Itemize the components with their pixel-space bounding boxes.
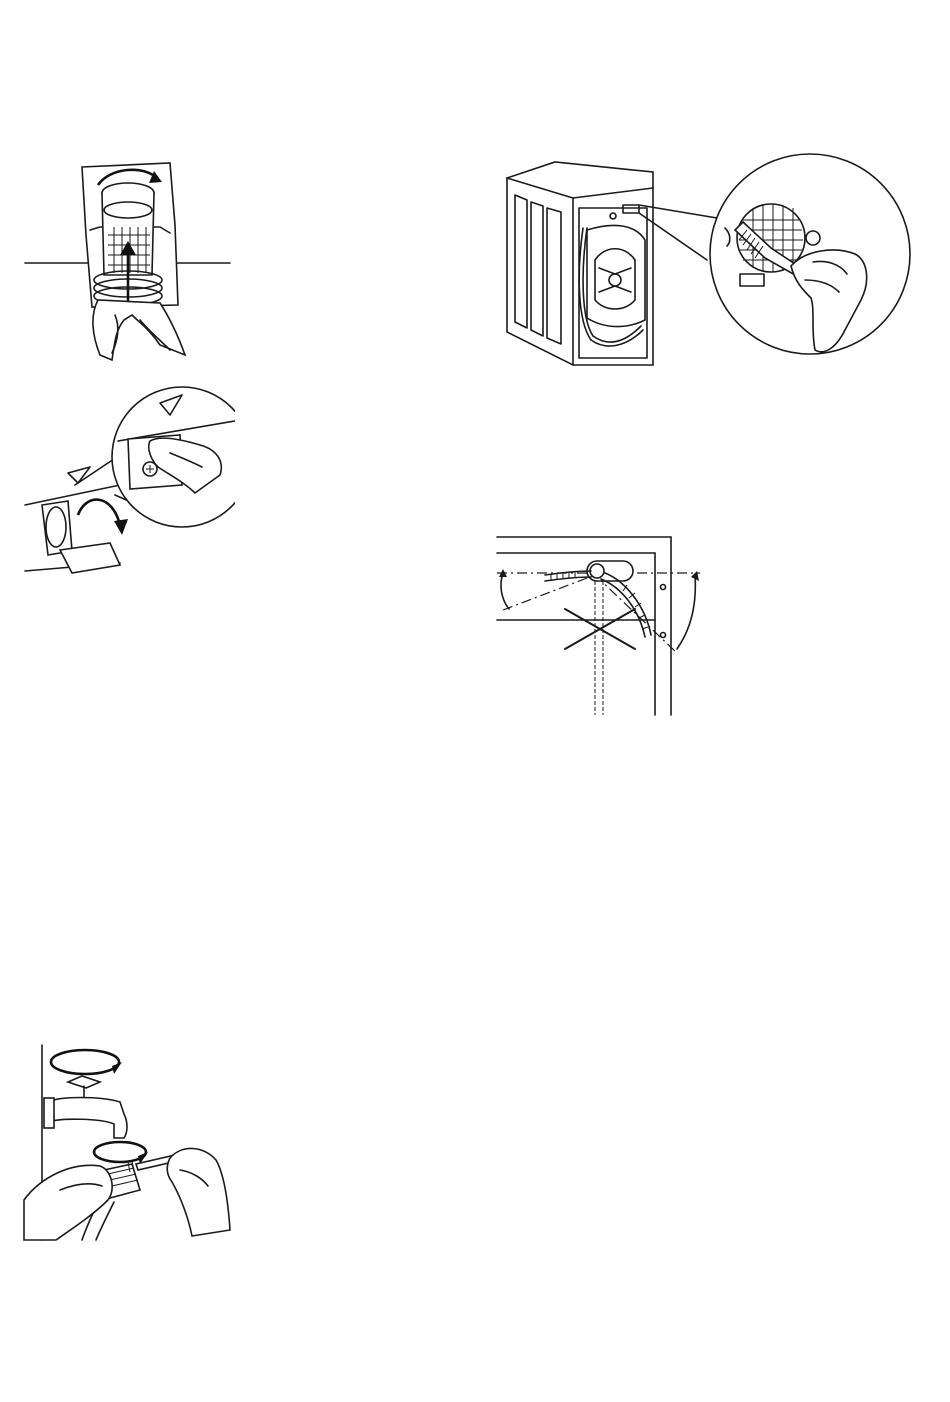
filter-cover-open-icon: [20, 375, 235, 580]
brush-filter-icon: [495, 150, 915, 380]
inlet-tap-filter-icon: [20, 1040, 235, 1245]
drain-filter-unscrew-icon: [20, 155, 235, 365]
filter-cover-figure: [20, 375, 235, 580]
drain-hose-angle-figure: [495, 535, 710, 720]
rear-filter-cleaning-figure: [495, 150, 915, 380]
filter-removal-figure: [20, 155, 235, 365]
tap-filter-cleaning-figure: [20, 1040, 235, 1245]
hose-angle-warning-icon: [495, 535, 710, 720]
